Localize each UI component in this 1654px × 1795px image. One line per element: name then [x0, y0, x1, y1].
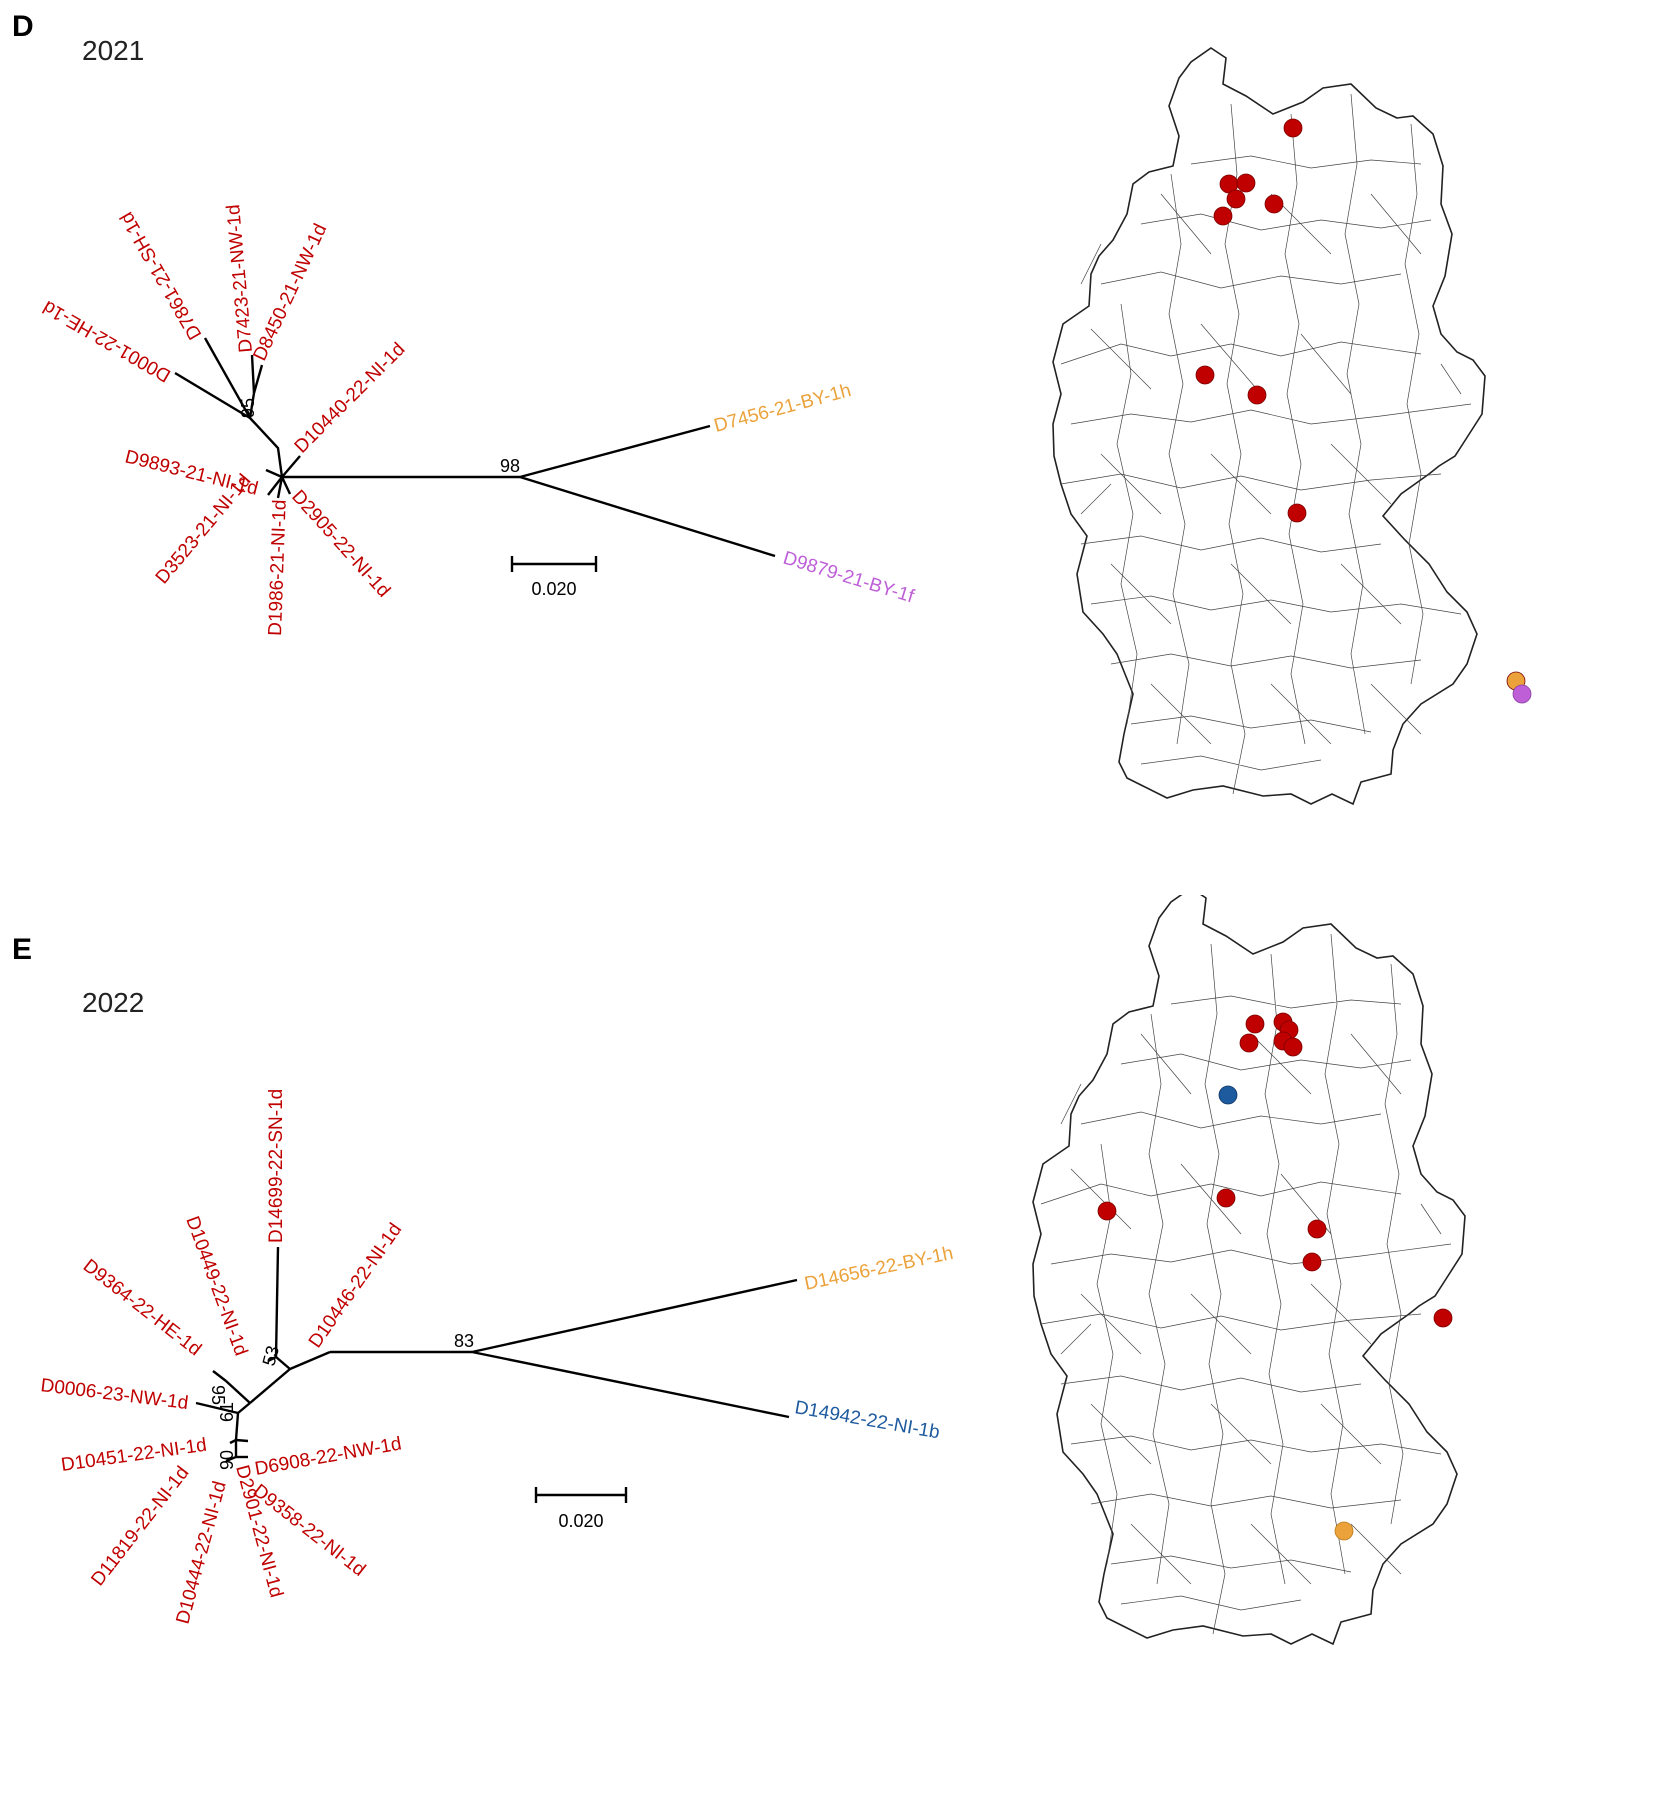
scale-bar-label: 0.020 [558, 1511, 603, 1531]
tree-branch [249, 1368, 291, 1404]
bootstrap-value: 95 [238, 398, 258, 418]
tree-branch [237, 1402, 251, 1414]
map-point [1239, 1033, 1259, 1053]
tree-branch [274, 1246, 280, 1358]
germany-outline [1052, 47, 1486, 806]
map-point [1302, 1252, 1322, 1272]
tree-branch [281, 455, 301, 478]
map-point [1236, 173, 1256, 193]
year-label: 2022 [82, 987, 144, 1018]
map-point [1097, 1201, 1117, 1221]
germany-outline [1032, 887, 1466, 1646]
map-point [1307, 1219, 1327, 1239]
bootstrap-value: 61 [217, 1402, 237, 1422]
scale-bar: 0.020 [510, 556, 598, 599]
panel-label: D [12, 10, 34, 43]
map-point [1512, 684, 1532, 704]
tip-label: D14942-22-NI-1b [793, 1397, 941, 1443]
tree-branch [250, 354, 256, 394]
tip-label: D9364-22-HE-1d [79, 1255, 205, 1360]
tip-label: D6908-22-NW-1d [253, 1433, 403, 1479]
tree-branch [225, 1380, 251, 1404]
map-point [1226, 189, 1246, 209]
map-point [1433, 1308, 1453, 1328]
map-point [1216, 1188, 1236, 1208]
tree-branch [289, 1350, 331, 1371]
tree-branch [252, 364, 264, 394]
tip-label: D1986-21-NI-1d [265, 499, 291, 636]
map-point [1287, 503, 1307, 523]
tree-branch [267, 476, 283, 496]
tip-label: D2905-22-NI-1d [287, 486, 394, 601]
tip-label: D0006-23-NW-1d [39, 1375, 189, 1414]
map-point [1334, 1521, 1354, 1541]
tip-label: D14699-22-SN-1d [266, 1089, 287, 1243]
tip-label: D14656-22-BY-1h [803, 1243, 955, 1295]
scale-bar-label: 0.020 [531, 579, 576, 599]
tip-label: D0001-22-HE-1d [40, 296, 175, 386]
tip-label: D10446-22-NI-1d [305, 1220, 406, 1352]
tip-label: D7423-21-NW-1d [223, 204, 257, 354]
map-point [1283, 1037, 1303, 1057]
tree-branch [234, 1412, 240, 1441]
germany-map [1052, 47, 1486, 806]
tip-label: D9879-21-BY-1f [781, 548, 917, 608]
tree-branch [280, 476, 292, 495]
tree-branch [519, 424, 711, 479]
map-point [1213, 206, 1233, 226]
district-boundaries [1080, 193, 1462, 745]
tip-label: D7861-21-SH-1d [116, 208, 206, 343]
map-points [1097, 1012, 1453, 1541]
map-point [1247, 385, 1267, 405]
bootstrap-value: 90 [217, 1450, 237, 1470]
phylogenetic-tree [174, 337, 776, 558]
map-points [1195, 118, 1532, 704]
panel-e: E 2022 53 83 95 61 90 D14699-22-SN-1d D1… [0, 887, 1654, 1790]
district-boundaries [1040, 933, 1452, 1635]
tree-branch [276, 476, 284, 499]
panel-d-figure: D 2021 95 98 D0001-22-HE-1d D7861-21-SH-… [12, 10, 1532, 806]
year-label: 2021 [82, 35, 144, 66]
tree-branch [203, 337, 252, 419]
map-point [1245, 1014, 1265, 1034]
tree-branch [195, 1401, 239, 1415]
tip-label: D7456-21-BY-1h [712, 380, 853, 437]
tip-label: D11819-22-NI-1d [87, 1463, 193, 1591]
bootstrap-value: 53 [259, 1344, 284, 1369]
map-point [1195, 365, 1215, 385]
tip-label: D3523-21-NI-1d [152, 470, 256, 588]
tree-branch [519, 475, 776, 558]
map-point [1264, 194, 1284, 214]
tree-branch [249, 417, 284, 478]
tree-branch [212, 1370, 227, 1382]
tree-branch [174, 371, 251, 420]
district-boundaries [1060, 93, 1472, 795]
phylogenetic-tree [195, 1246, 798, 1463]
scale-bar: 0.020 [534, 1487, 628, 1531]
tip-label: D8450-21-NW-1d [249, 221, 331, 365]
map-point [1218, 1085, 1238, 1105]
tree-branch [248, 392, 256, 419]
tree-branch [471, 1278, 798, 1354]
bootstrap-value: 98 [500, 456, 520, 476]
panel-label: E [12, 933, 32, 966]
tree-branch [265, 468, 283, 479]
map-point [1283, 118, 1303, 138]
panel-d: D 2021 95 98 D0001-22-HE-1d D7861-21-SH-… [0, 0, 1654, 895]
tree-branch [267, 1355, 277, 1363]
bootstrap-value: 83 [454, 1331, 474, 1351]
district-boundaries [1060, 1033, 1442, 1585]
tip-label: D10440-22-NI-1d [291, 339, 410, 458]
tree-branch [235, 1438, 249, 1443]
tip-label: D10444-22-NI-1d [173, 1479, 231, 1626]
panel-e-figure: E 2022 53 83 95 61 90 D14699-22-SN-1d D1… [12, 887, 1466, 1646]
bootstrap-value: 95 [208, 1385, 228, 1405]
germany-map-body [1032, 887, 1466, 1646]
tree-branch [471, 1350, 790, 1419]
tree-branch [275, 1356, 291, 1370]
